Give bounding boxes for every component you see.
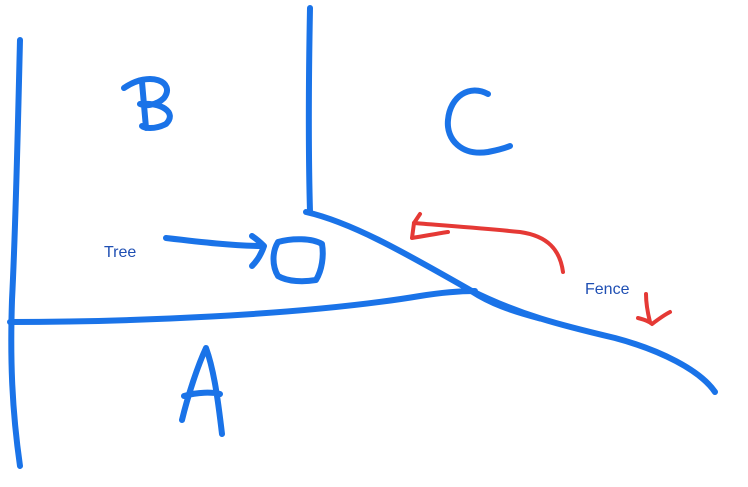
fence-label: Fence — [585, 281, 630, 298]
fence-pointer-arrow-head-icon — [410, 212, 450, 240]
tree-label: Tree — [104, 244, 136, 261]
tree-arrow-icon — [163, 235, 265, 249]
letter-c-shape — [444, 87, 513, 156]
tree-marker-icon — [270, 236, 326, 285]
fence-lower-line — [468, 290, 542, 322]
ab-divider-line — [7, 288, 478, 325]
fence-small-arrow-icon — [636, 292, 672, 326]
fence-pointer-arrow — [412, 221, 565, 274]
letter-a-shape — [179, 345, 225, 437]
letter-b-shape — [121, 76, 173, 131]
bc-divider-line — [305, 5, 313, 215]
left-boundary-line — [8, 37, 23, 469]
tree-arrow-head-icon — [249, 233, 267, 269]
fence-upper-line — [303, 209, 718, 395]
